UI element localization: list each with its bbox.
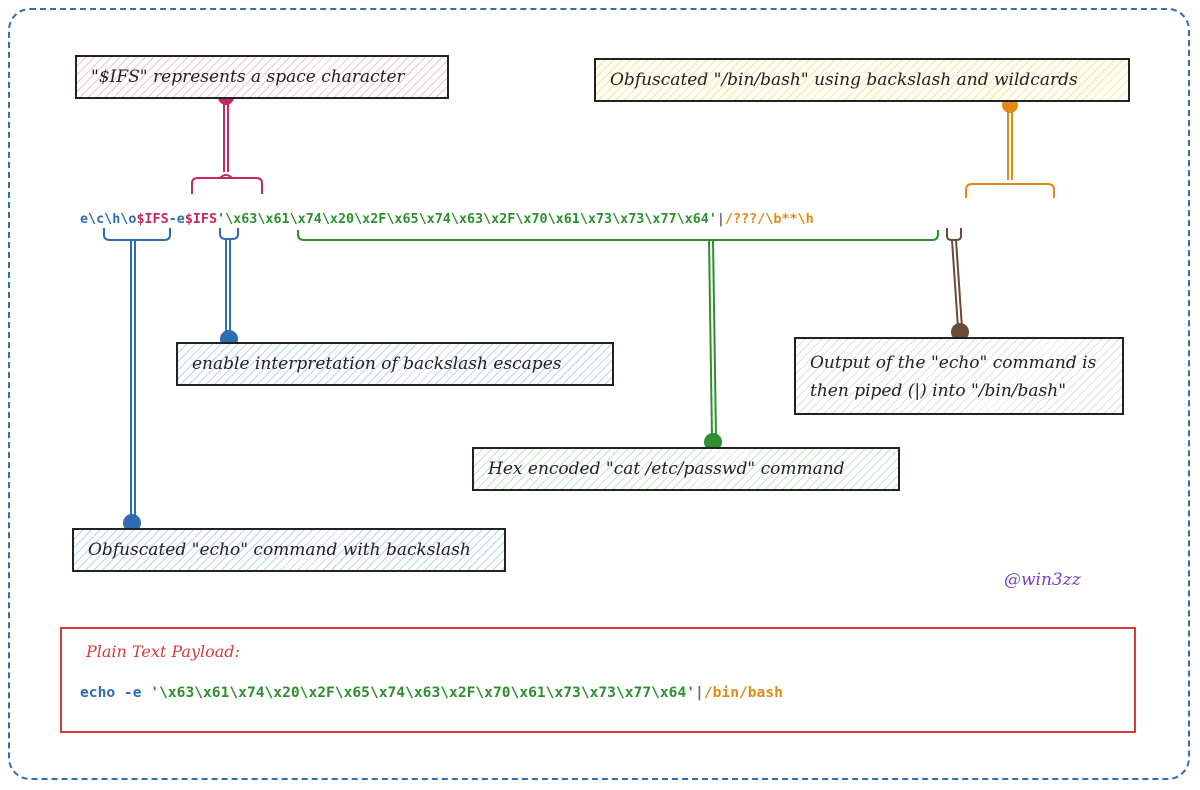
note-hex: Hex encoded "cat /etc/passwd" command [472,447,900,491]
obfuscated-payload: e\c\h\o$IFS-e$IFS'\x63\x61\x74\x20\x2F\x… [80,200,814,240]
echo-connector-dot [123,514,141,532]
plain-text-box [60,627,1136,733]
note-echo-text: Obfuscated "echo" command with backslash [88,540,471,560]
pipe-connector [946,228,963,329]
pipe-connector-dot [951,323,969,341]
plain-cmd-hex: '\x63\x61\x74\x20\x2F\x65\x74\x63\x2F\x7… [150,684,696,701]
bash-connector [965,106,1055,198]
payload-ifs-1: $IFS [136,212,169,227]
ifs-connector [191,98,263,194]
note-hex-text: Hex encoded "cat /etc/passwd" command [488,459,845,479]
note-ifs-text: "$IFS" represents a space character [91,67,405,87]
plain-cmd-bash: /bin/bash [703,684,783,701]
note-flag: enable interpretation of backslash escap… [176,342,614,386]
payload-flag: -e [168,212,185,227]
flag-connector [219,228,239,336]
note-echo: Obfuscated "echo" command with backslash [72,528,506,572]
plain-cmd-echo: echo -e [80,684,151,701]
payload-ifs-2: $IFS [184,212,218,227]
plain-text-command: echo -e '\x63\x61\x74\x20\x2F\x65\x74\x6… [80,684,783,701]
payload-pipe: | [716,212,725,227]
plain-text-title: Plain Text Payload: [86,642,240,661]
outer-frame [8,8,1190,780]
note-pipe-text-line2: then piped (|) into "/bin/bash" [810,381,1067,401]
author-credit: @win3zz [1004,570,1081,590]
payload-bash: /???/\b**\h [724,212,814,227]
note-bash: Obfuscated "/bin/bash" using backslash a… [594,58,1130,102]
payload-echo: e\c\h\o [80,212,137,227]
note-flag-text: enable interpretation of backslash escap… [192,354,562,374]
note-ifs: "$IFS" represents a space character [75,55,449,99]
hex-connector-dot [704,433,722,451]
note-bash-text: Obfuscated "/bin/bash" using backslash a… [610,70,1078,90]
hex-connector [297,230,939,439]
note-pipe-text-line1: Output of the "echo" command is [810,353,1097,373]
echo-connector [103,228,171,520]
note-pipe: Output of the "echo" command is then pip… [794,337,1124,415]
plain-cmd-pipe: | [695,684,704,701]
payload-hex: '\x63\x61\x74\x20\x2F\x65\x74\x63\x2F\x7… [217,212,717,227]
